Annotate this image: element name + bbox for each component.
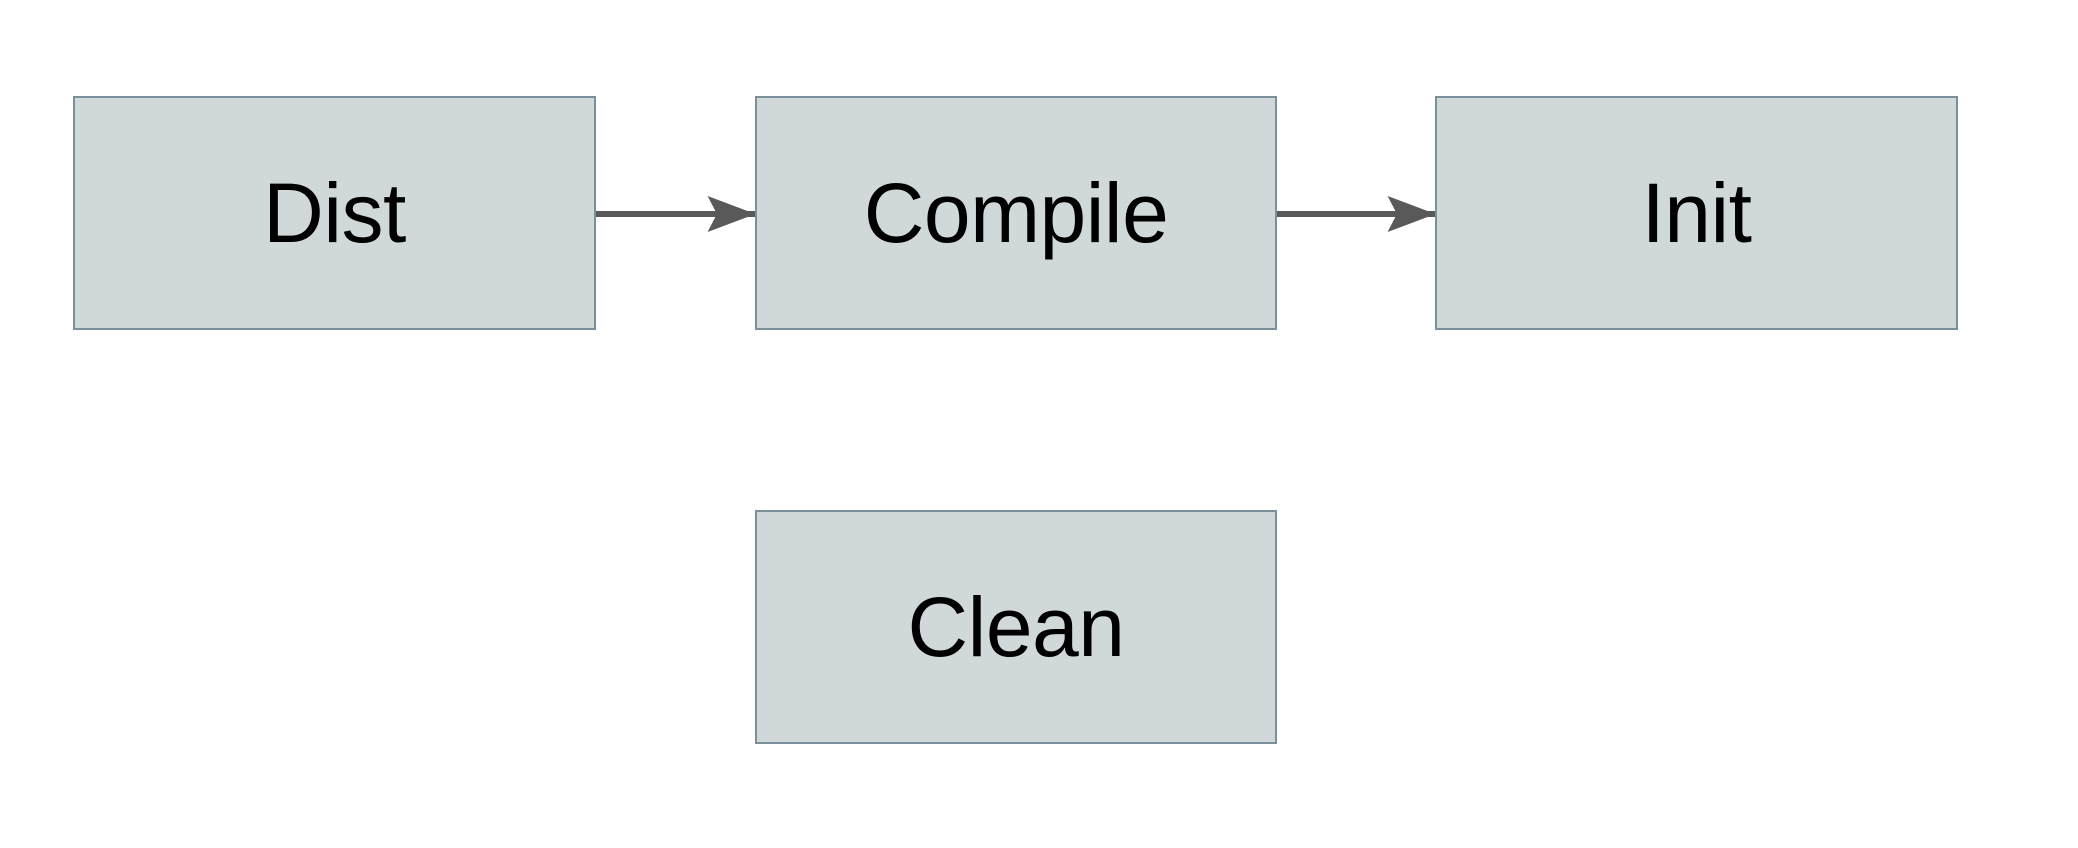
node-label-compile: Compile [863,166,1169,260]
node-init[interactable]: Init [1435,96,1958,330]
node-dist[interactable]: Dist [73,96,596,330]
node-clean[interactable]: Clean [755,510,1277,744]
node-label-dist: Dist [263,166,406,260]
node-label-init: Init [1641,166,1752,260]
node-label-clean: Clean [907,580,1125,674]
node-compile[interactable]: Compile [755,96,1277,330]
